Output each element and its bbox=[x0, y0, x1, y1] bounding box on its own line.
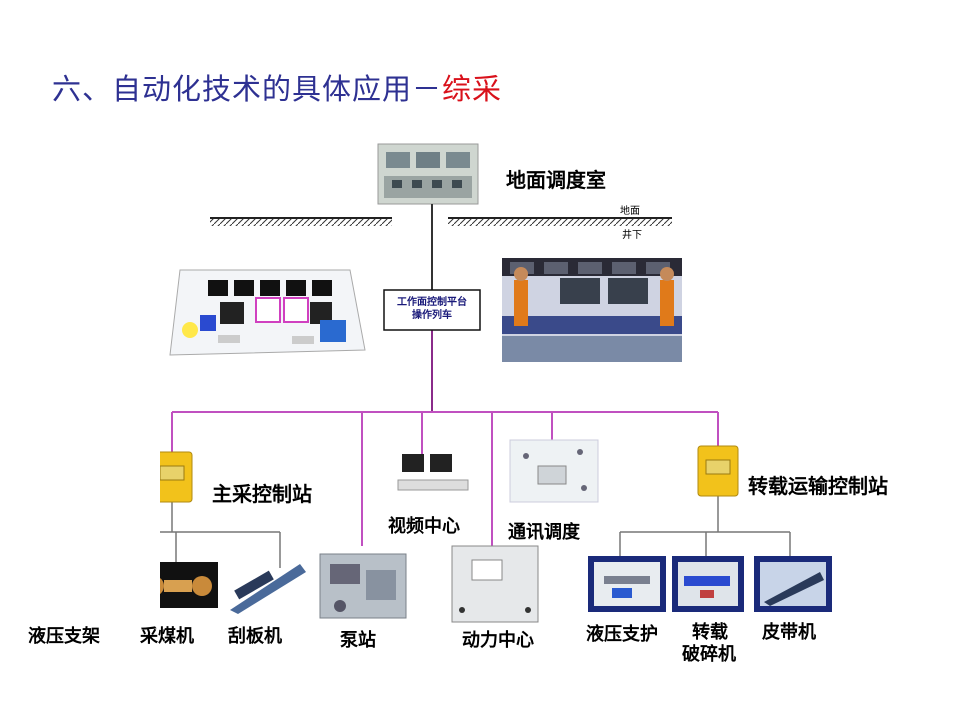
title-accent: 综采 bbox=[442, 72, 503, 106]
label-comm-dispatch: 通讯调度 bbox=[508, 522, 580, 543]
label-power-center: 动力中心 bbox=[462, 630, 534, 651]
diagram-graphics bbox=[160, 143, 832, 623]
label-video-center: 视频中心 bbox=[388, 516, 460, 537]
label-main-station: 主采控制站 bbox=[212, 482, 312, 506]
ground-line bbox=[210, 217, 672, 226]
label-platform-line2: 操作列车 bbox=[412, 310, 452, 321]
crusher-image bbox=[672, 556, 744, 612]
transfer-station-cabinet bbox=[697, 445, 739, 497]
label-surface-dispatch: 地面调度室 bbox=[506, 168, 606, 192]
label-platform-line1: 工作面控制平台 bbox=[397, 297, 467, 308]
label-underground: 井下 bbox=[622, 230, 642, 241]
main-station-cabinet bbox=[160, 451, 193, 503]
platform-box bbox=[383, 289, 481, 331]
branch-lines bbox=[160, 490, 791, 568]
power-center-image bbox=[451, 545, 539, 623]
label-hydraulic-protect: 液压支护 bbox=[586, 624, 658, 645]
label-shearer: 采煤机 bbox=[140, 626, 194, 647]
pump-station-image bbox=[319, 553, 407, 619]
system-diagram: 地面调度室 地面 井下 工作面控制平台 操作列车 主采控制站 视频中心 通讯调度… bbox=[160, 140, 888, 658]
comm-device-image bbox=[509, 439, 599, 503]
label-platform: 工作面控制平台 操作列车 bbox=[384, 296, 480, 322]
label-ground: 地面 bbox=[620, 206, 640, 217]
shearer-image bbox=[160, 562, 218, 608]
operation-photo bbox=[502, 258, 682, 362]
label-crusher-line2: 破碎机 bbox=[682, 644, 736, 665]
label-belt: 皮带机 bbox=[762, 622, 816, 643]
control-cabinet-image bbox=[169, 269, 366, 356]
network-bus bbox=[171, 411, 719, 546]
scraper-image bbox=[230, 564, 306, 614]
label-transfer-station: 转载运输控制站 bbox=[748, 474, 888, 498]
hydraulic-protect-image bbox=[588, 556, 666, 612]
label-pump-station: 泵站 bbox=[340, 630, 376, 651]
label-crusher-line1: 转载 bbox=[692, 622, 728, 643]
title-main: 六、自动化技术的具体应用－ bbox=[52, 72, 443, 106]
page-title: 六、自动化技术的具体应用－综采 bbox=[52, 66, 502, 108]
dispatch-room-image bbox=[377, 143, 479, 205]
video-center-image bbox=[397, 454, 469, 491]
label-scraper: 刮板机 bbox=[228, 626, 282, 647]
label-hydraulic-support: 液压支架 bbox=[28, 626, 100, 647]
belt-conveyor-image bbox=[754, 556, 832, 612]
